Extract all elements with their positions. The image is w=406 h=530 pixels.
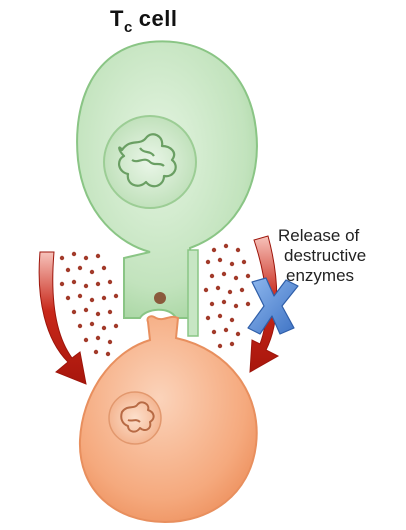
release-label-line3: enzymes bbox=[286, 266, 366, 286]
title-cell-word: cell bbox=[139, 6, 178, 31]
target-cell-body bbox=[80, 316, 257, 522]
left-arrow bbox=[39, 252, 86, 384]
release-label-line2: destructive bbox=[284, 246, 366, 266]
tc-cell-projection bbox=[188, 250, 198, 336]
title-subscript: c bbox=[124, 19, 133, 36]
title-t: T bbox=[110, 6, 124, 31]
release-label-line1: Release of bbox=[278, 226, 366, 246]
release-label: Release of destructive enzymes bbox=[278, 226, 366, 286]
enzyme-dots-right bbox=[204, 244, 250, 348]
enzyme-dots-left bbox=[60, 252, 118, 356]
tc-cell-granule bbox=[154, 292, 166, 304]
target-cell bbox=[80, 316, 257, 522]
